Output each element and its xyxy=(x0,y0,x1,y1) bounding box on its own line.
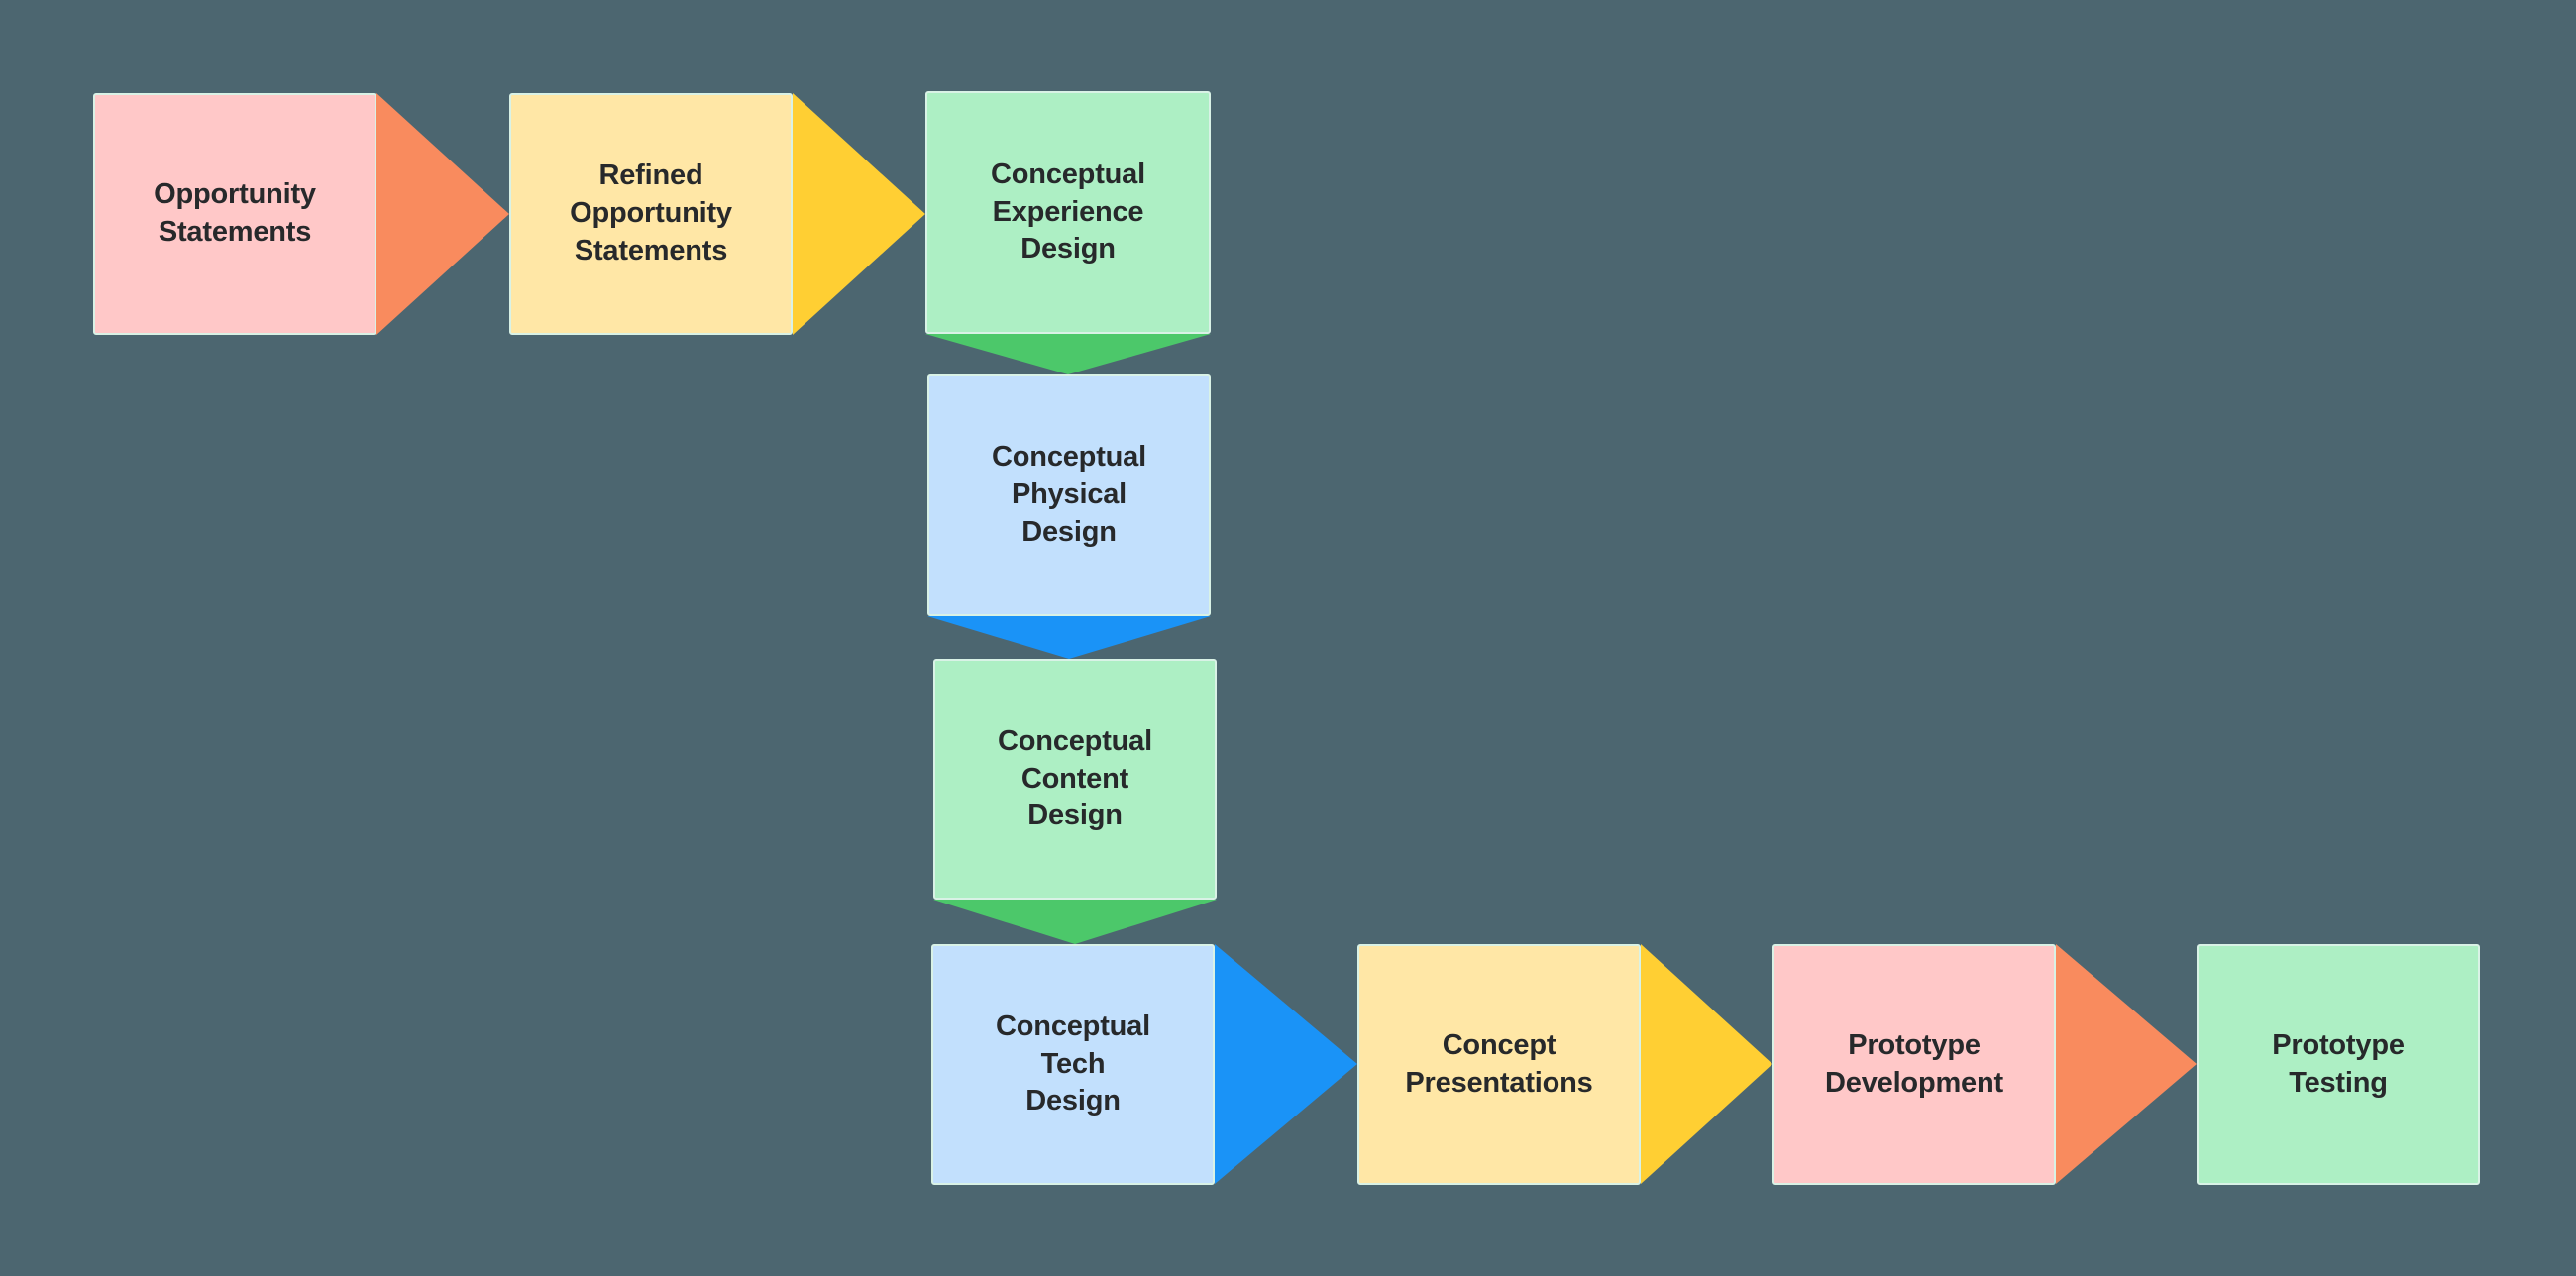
connector-arrow-opportunity-to-refined xyxy=(376,93,509,335)
connector-arrow-presentations-to-development xyxy=(1641,944,1772,1184)
connector-arrow-tech-to-presentations xyxy=(1215,944,1357,1184)
node-label-conceptual-physical-design: Conceptual Physical Design xyxy=(992,441,1146,548)
node-conceptual-tech-design[interactable]: Conceptual Tech Design xyxy=(931,944,1215,1185)
node-label-refined-opportunity-statements: Refined Opportunity Statements xyxy=(570,160,732,266)
node-prototype-development[interactable]: Prototype Development xyxy=(1772,944,2056,1185)
node-label-opportunity-statements: Opportunity Statements xyxy=(154,178,316,248)
node-conceptual-physical-design[interactable]: Conceptual Physical Design xyxy=(927,374,1211,616)
node-conceptual-content-design[interactable]: Conceptual Content Design xyxy=(933,659,1217,900)
node-label-prototype-testing: Prototype Testing xyxy=(2272,1028,2405,1099)
node-label-conceptual-tech-design: Conceptual Tech Design xyxy=(996,1010,1150,1117)
connector-arrow-refined-to-experience xyxy=(793,93,925,335)
node-prototype-testing[interactable]: Prototype Testing xyxy=(2197,944,2480,1185)
node-conceptual-experience-design[interactable]: Conceptual Experience Design xyxy=(925,91,1211,334)
node-label-conceptual-content-design: Conceptual Content Design xyxy=(998,724,1152,832)
node-label-concept-presentations: Concept Presentations xyxy=(1405,1028,1593,1099)
node-label-prototype-development: Prototype Development xyxy=(1825,1028,2003,1099)
node-concept-presentations[interactable]: Concept Presentations xyxy=(1357,944,1641,1185)
connector-arrow-physical-to-content xyxy=(927,616,1211,659)
node-label-conceptual-experience-design: Conceptual Experience Design xyxy=(991,158,1145,266)
node-opportunity-statements[interactable]: Opportunity Statements xyxy=(93,93,376,335)
connector-arrow-experience-to-physical xyxy=(925,334,1211,374)
connector-arrow-content-to-tech xyxy=(933,900,1217,944)
connector-arrow-development-to-testing xyxy=(2056,944,2197,1184)
node-refined-opportunity-statements[interactable]: Refined Opportunity Statements xyxy=(509,93,793,335)
